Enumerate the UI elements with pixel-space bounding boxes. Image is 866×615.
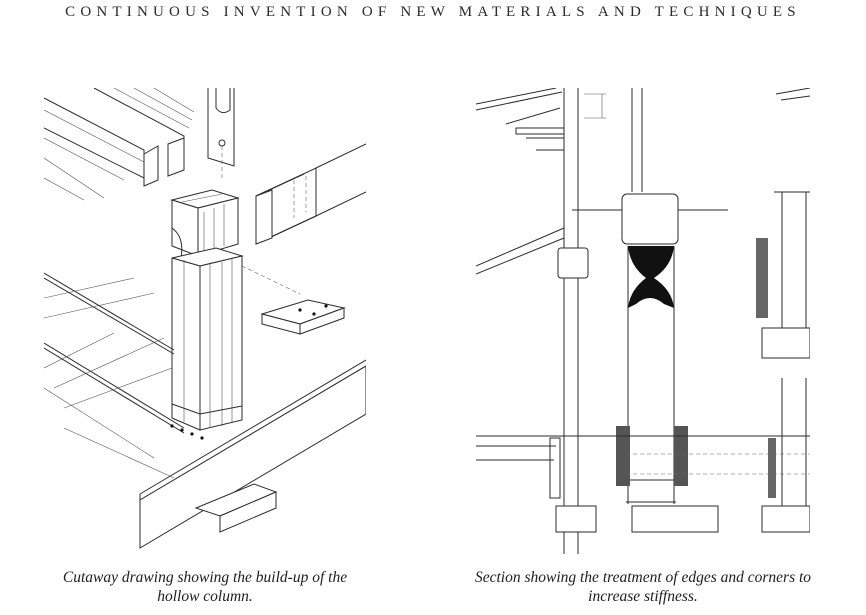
caption-line: Cutaway drawing showing the build-up of … [62, 569, 348, 586]
cutaway-drawing [44, 88, 366, 549]
section-drawing [476, 88, 810, 554]
side-box-beam [255, 143, 366, 245]
footing [194, 483, 278, 533]
caption-line: Section showing the treatment of edges a… [474, 569, 812, 586]
left-post-box [476, 227, 589, 279]
hollow-column-top [170, 189, 240, 287]
figure-caption-cutaway: Cutaway drawing showing the build-up of … [30, 568, 380, 606]
caption-line: increase stiffness. [588, 588, 698, 605]
upper-beam-assembly [44, 88, 195, 201]
floor-joists [44, 272, 185, 479]
caption-line: hollow column. [157, 588, 253, 605]
running-head: Continuous invention of new materials an… [65, 4, 801, 20]
cutaway-drawing-figure [44, 88, 366, 554]
central-column [572, 88, 728, 533]
figure-caption-section: Section showing the treatment of edges a… [448, 568, 838, 606]
section-drawing-figure [476, 88, 810, 554]
eave-left [476, 88, 606, 554]
edge-beam [139, 359, 366, 549]
base-plate [260, 299, 346, 335]
right-partial-section [756, 88, 810, 533]
upper-post [207, 88, 235, 178]
main-column [171, 247, 301, 431]
left-lower-detail [476, 437, 597, 533]
lower-stiffeners [476, 426, 810, 486]
